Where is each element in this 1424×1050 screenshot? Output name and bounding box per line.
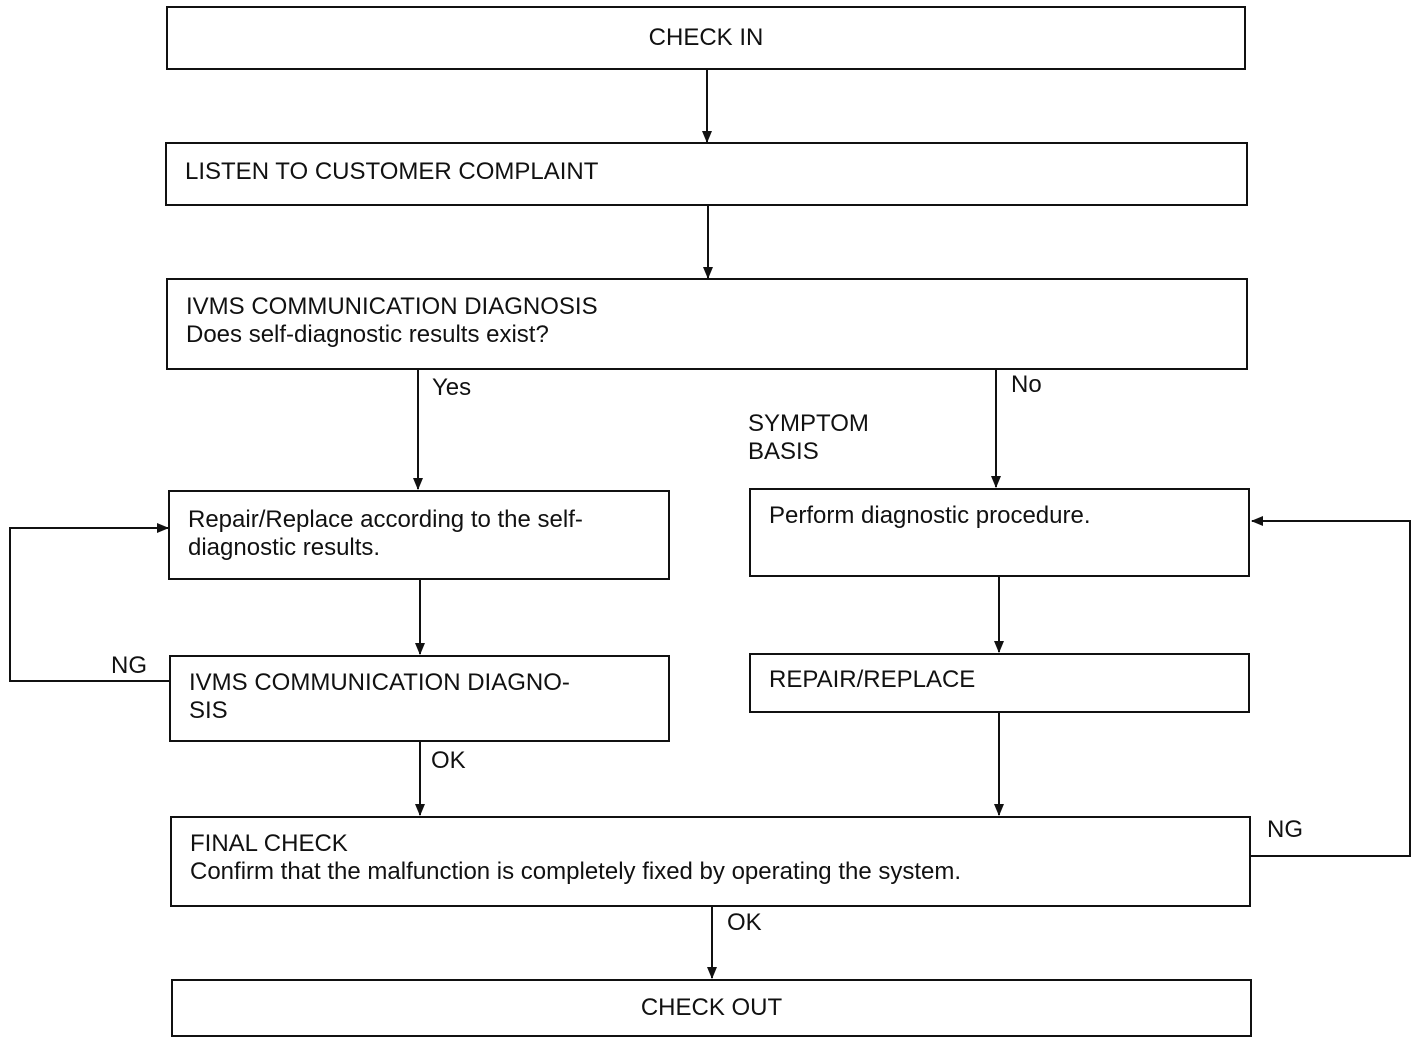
node-repair-replace-label: REPAIR/REPLACE [769,666,976,693]
node-repair-self-diagnostic-line2: diagnostic results. [188,534,381,561]
node-perform-diagnostic: Perform diagnostic procedure. [749,488,1250,577]
node-repair-self-diagnostic-line1: Repair/Replace according to the self- [188,506,583,533]
node-check-in-label: CHECK IN [648,24,764,51]
arrow-ng-loop-left [9,523,169,682]
node-perform-diagnostic-label: Perform diagnostic procedure. [769,502,1091,529]
edge-label-yes: Yes [432,374,472,401]
arrow-ng-loop-right [1251,516,1411,857]
node-ivms-diagnosis-recheck: IVMS COMMUNICATION DIAGNO- SIS [169,655,670,742]
node-final-check-description: Confirm that the malfunction is complete… [190,858,962,885]
node-ivms-diagnosis-recheck-line2: SIS [189,697,228,724]
node-check-out-label: CHECK OUT [640,994,783,1021]
node-ivms-diagnosis: IVMS COMMUNICATION DIAGNOSIS Does self-d… [166,278,1248,370]
node-check-out: CHECK OUT [171,979,1252,1037]
node-listen-label: LISTEN TO CUSTOMER COMPLAINT [185,158,599,185]
node-ivms-diagnosis-recheck-line1: IVMS COMMUNICATION DIAGNO- [189,669,570,696]
symptom-basis-line1: SYMPTOM [748,410,869,437]
node-ivms-diagnosis-title: IVMS COMMUNICATION DIAGNOSIS [186,293,598,320]
node-final-check: FINAL CHECK Confirm that the malfunction… [170,816,1251,907]
edge-label-ng-right: NG [1267,816,1303,843]
edge-label-ok-bottom: OK [727,909,762,936]
node-repair-self-diagnostic: Repair/Replace according to the self- di… [168,490,670,580]
node-repair-replace: REPAIR/REPLACE [749,653,1250,713]
symptom-basis-line2: BASIS [748,438,819,465]
edge-label-no: No [1011,371,1042,398]
node-final-check-title: FINAL CHECK [190,830,348,857]
edge-label-ok-left: OK [431,747,466,774]
edge-label-ng-left: NG [111,652,147,679]
node-check-in: CHECK IN [166,6,1246,70]
node-listen: LISTEN TO CUSTOMER COMPLAINT [165,142,1248,206]
node-ivms-diagnosis-question: Does self-diagnostic results exist? [186,321,549,348]
